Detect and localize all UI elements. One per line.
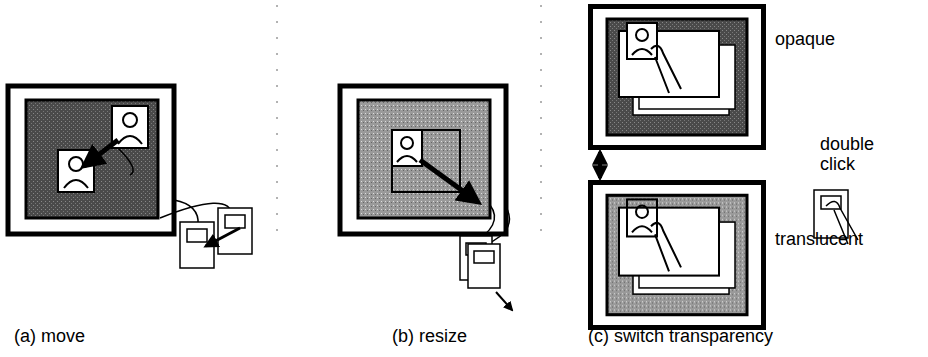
screen-art [593, 185, 761, 325]
caption-label: double click [820, 134, 890, 174]
state-label: opaque [775, 29, 835, 50]
screen-art [593, 9, 761, 145]
screen-move [8, 86, 232, 234]
screen-frame: translucent [588, 180, 766, 330]
caption-label: (a) move [14, 326, 85, 347]
screen-resize [340, 86, 510, 245]
separator [541, 5, 542, 235]
state-label: translucent [775, 229, 863, 250]
separator [277, 5, 278, 235]
pda-device [180, 208, 252, 268]
caption-label: (c) switch transparency [588, 326, 773, 347]
screen-frame: opaque [588, 4, 766, 150]
pda-device [460, 236, 512, 310]
toggle-arrow [598, 152, 602, 178]
caption-label: (b) resize [392, 326, 467, 347]
